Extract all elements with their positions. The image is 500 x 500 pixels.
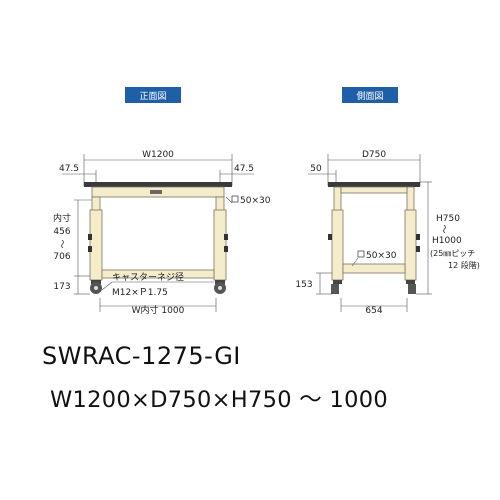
- side-view-badge: [342, 87, 398, 103]
- size-specification: W1200×D750×H750 ～ 1000: [50, 387, 389, 413]
- front-inner-height-label-1: 内寸: [53, 212, 71, 224]
- front-left-caster: [90, 280, 102, 294]
- side-inner-depth-label: 654: [365, 306, 382, 316]
- front-view-title: 正面図: [139, 91, 166, 102]
- front-beam-label: 50×30: [240, 196, 271, 206]
- side-tabletop: [328, 182, 420, 187]
- side-bottom-beam: [342, 263, 406, 274]
- front-inner-height-label-2: 456: [53, 227, 70, 237]
- side-beam-callout-box: [357, 250, 365, 258]
- side-height-label-2: H1000: [432, 236, 462, 246]
- front-inner-height-tilde: ～: [56, 239, 66, 248]
- front-view-badge: [125, 87, 181, 103]
- front-knob: [88, 246, 92, 252]
- front-inner-height-label-3: 706: [53, 252, 70, 262]
- side-rear-leg-lower: [404, 209, 417, 281]
- side-height-label-3: (25㎜ピッチ: [430, 249, 475, 258]
- side-view-title: 側面図: [356, 90, 383, 102]
- front-caster-label-2: M12×Ｐ1.75: [112, 288, 168, 298]
- front-caster-label-1: キャスターネジ径: [112, 271, 184, 283]
- front-knob: [224, 246, 228, 252]
- side-knob: [328, 234, 332, 240]
- side-bottom-height-label: 153: [295, 280, 312, 290]
- front-right-overhang-label: 47.5: [234, 164, 254, 174]
- side-view: 側面図 D750 50 50×30: [295, 87, 480, 316]
- side-height-label-4: 12 段階): [448, 260, 480, 270]
- side-knob: [416, 246, 420, 252]
- front-width-label: W1200: [142, 150, 174, 160]
- side-knob: [416, 234, 420, 240]
- front-bottom-beam: [101, 269, 215, 279]
- side-height-tilde: ～: [438, 224, 448, 233]
- front-beam-callout-box: [231, 195, 239, 203]
- side-beam-label: 50×30: [366, 251, 397, 261]
- front-knob: [224, 234, 228, 240]
- side-depth-label: D750: [362, 150, 386, 160]
- side-upper-beam: [340, 186, 408, 194]
- side-offset-label: 50: [310, 164, 322, 174]
- front-right-leg-lower: [213, 209, 227, 281]
- front-left-leg-lower: [89, 209, 103, 281]
- side-front-leg-lower: [331, 209, 344, 281]
- front-handle: [150, 190, 162, 194]
- front-bottom-height-label: 173: [53, 282, 70, 292]
- technical-drawing: 正面図 W1200 47.5 47.5: [53, 87, 480, 316]
- front-left-overhang-label: 47.5: [59, 164, 79, 174]
- front-inner-width-label: W内寸 1000: [132, 304, 185, 316]
- front-knob: [88, 234, 92, 240]
- side-front-caster: [331, 280, 342, 294]
- front-tabletop: [84, 182, 232, 187]
- side-rear-caster: [406, 280, 416, 294]
- front-view: 正面図 W1200 47.5 47.5: [53, 87, 271, 316]
- model-code: SWRAC-1275-GI: [42, 342, 241, 370]
- front-right-caster: [214, 280, 226, 294]
- side-height-label-1: H750: [436, 214, 460, 224]
